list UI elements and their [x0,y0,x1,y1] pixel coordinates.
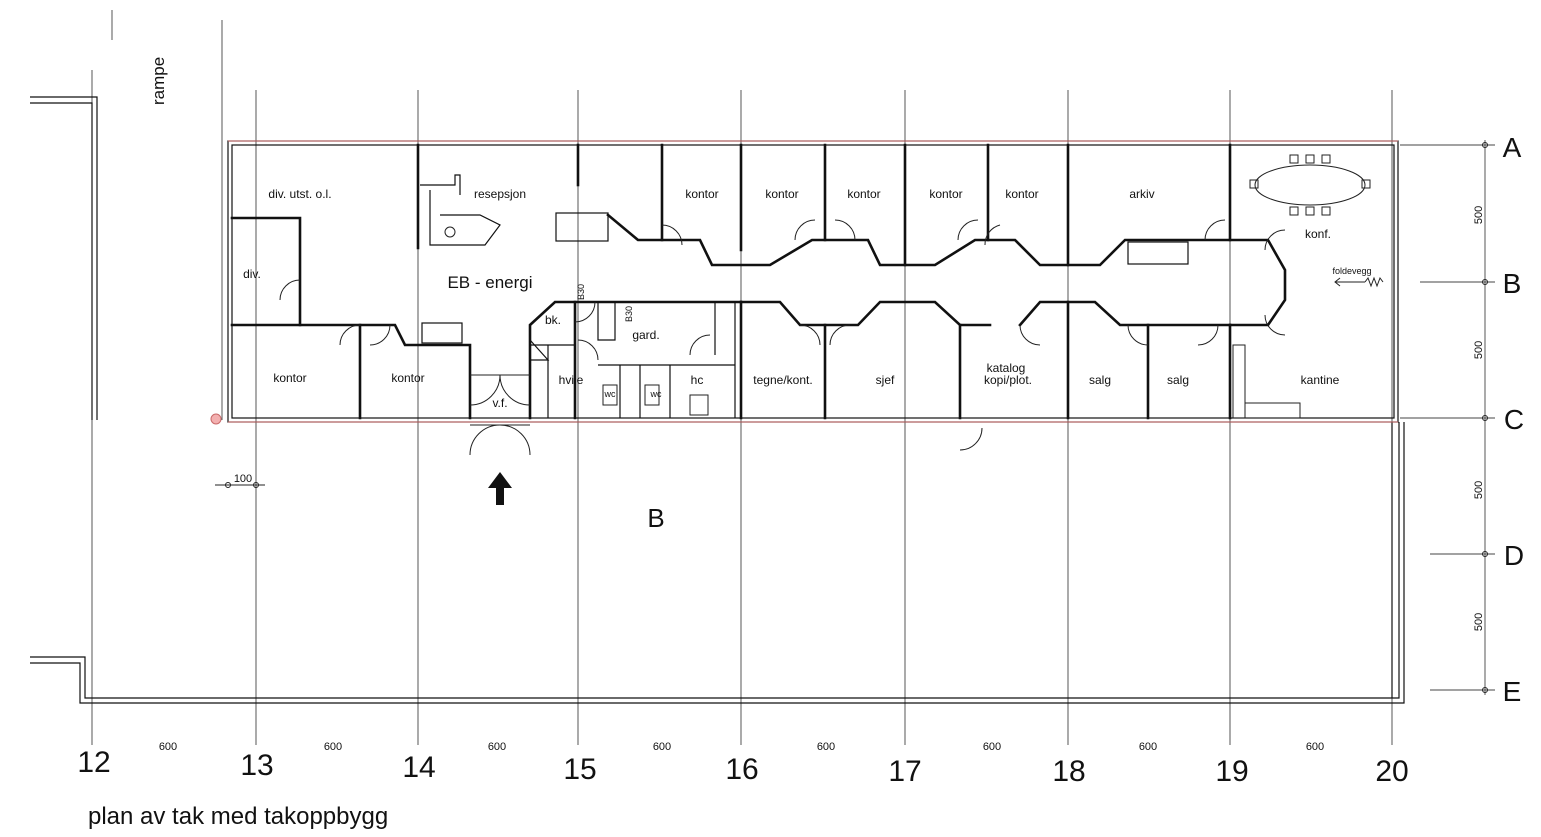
room-label-salg-2: salg [1167,373,1189,387]
axis-number-20: 20 [1375,755,1408,788]
dim-600-8: 600 [1306,741,1324,753]
roof-outline [30,96,1405,704]
room-label-kontor-5: kontor [1005,187,1038,201]
room-label-resepsjon: resepsjon [474,187,526,201]
interior-walls-south [230,216,1301,420]
room-label-konf: konf. [1305,227,1331,241]
axis-number-19: 19 [1215,755,1248,788]
room-label-salg-1: salg [1089,373,1111,387]
horizontal-dimensions: 600 600 600 600 600 600 600 600 [159,741,1324,753]
axis-number-15: 15 [563,753,596,786]
ramp-label: rampe [149,57,168,105]
dim-100-marker [215,482,265,488]
drawing-caption: plan av tak med takoppbygg [88,803,388,830]
room-label-kopi-plot: kopi/plot. [984,373,1032,387]
axis-number-14: 14 [402,751,435,784]
dim-600-4: 600 [653,741,671,753]
interior-walls-north [416,143,1287,327]
dim-600-2: 600 [324,741,342,753]
company-label: EB - energi [447,273,532,292]
axis-letters: A B C D E [1503,132,1524,707]
dim-500-3: 500 [1473,481,1485,499]
room-label-div: div. [243,267,261,281]
axis-number-13: 13 [240,749,273,782]
axis-letter-d: D [1504,540,1524,571]
room-label-kontor-sw: kontor [273,371,306,385]
door-swings [279,219,1286,456]
folding-wall-arrow-icon [1334,276,1384,288]
axis-numbers: 12 13 14 15 16 17 18 19 20 [77,746,1408,788]
room-label-kontor-3: kontor [847,187,880,201]
axis-letter-c: C [1504,404,1524,435]
room-label-hvile: hvile [559,373,584,387]
room-label-tegne: tegne/kont. [753,373,812,387]
room-label-wc-1: wc [604,389,616,399]
room-label-div-utst: div. utst. o.l. [268,187,331,201]
dim-600-3: 600 [488,741,506,753]
dim-500-2: 500 [1473,341,1485,359]
dim-100: 100 [234,473,252,485]
room-label-bk: bk. [545,313,561,327]
room-label-vf: v.f. [492,396,507,410]
axis-number-16: 16 [725,753,758,786]
axis-number-18: 18 [1052,755,1085,788]
axis-letter-a: A [1503,132,1522,163]
room-label-hc: hc [691,373,704,387]
room-label-gard: gard. [632,328,659,342]
room-label-arkiv: arkiv [1129,187,1154,201]
label-foldevegg: foldevegg [1332,266,1371,276]
room-label-wc-2: wc [650,389,662,399]
label-b30-b: B30 [624,306,634,322]
dim-500-1: 500 [1473,206,1485,224]
horizontal-grid-lines [1400,140,1495,695]
room-label-kantine: kantine [1301,373,1340,387]
room-label-kontor-2: kontor [765,187,798,201]
conference-table-icon [1249,154,1371,216]
dim-600-6: 600 [983,741,1001,753]
label-b30-a: B30 [576,284,586,300]
zone-label: B [647,503,664,533]
room-label-kontor-1: kontor [685,187,718,201]
axis-number-17: 17 [888,755,921,788]
axis-letter-b: B [1503,268,1522,299]
room-label-katalog: katalog [987,361,1026,375]
dim-600-7: 600 [1139,741,1157,753]
axis-letter-e: E [1503,676,1522,707]
axis-number-12: 12 [77,746,110,779]
building-outer-walls [210,140,1399,425]
dim-500-4: 500 [1473,613,1485,631]
room-label-kontor-s2: kontor [391,371,424,385]
room-label-kontor-4: kontor [929,187,962,201]
vertical-dimensions: 500 500 500 500 [1473,206,1485,631]
entrance-arrow-icon [488,472,512,505]
dim-600-5: 600 [817,741,835,753]
dim-600-1: 600 [159,741,177,753]
room-label-sjef: sjef [876,373,895,387]
